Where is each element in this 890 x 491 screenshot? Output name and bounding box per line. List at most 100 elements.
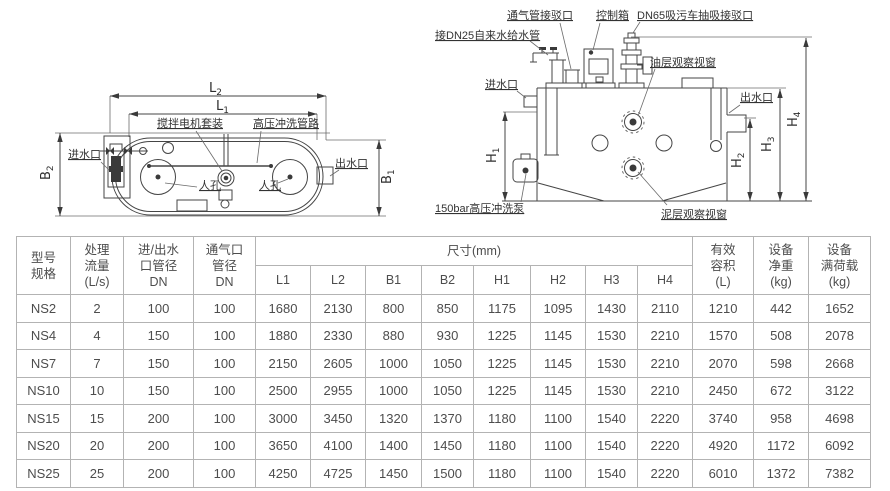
table-cell: 672 — [753, 376, 810, 405]
table-cell: 150 — [123, 321, 194, 350]
col-header-inlet-dn: 进/出水 口管径 DN — [123, 236, 194, 295]
table-cell: 1540 — [585, 431, 638, 460]
manhole-left — [140, 159, 176, 195]
technical-drawing: L2 L1 B2 B1 — [39, 8, 812, 221]
table-cell: 2210 — [636, 321, 694, 350]
col-header-h3: H3 — [585, 265, 638, 295]
table-cell: 2210 — [636, 349, 694, 378]
vent-connection — [564, 69, 580, 84]
table-cell: 4920 — [692, 431, 755, 460]
table-cell: 442 — [753, 294, 810, 323]
table-cell: 1450 — [365, 459, 422, 488]
col-header-b2: B2 — [421, 265, 474, 295]
dim-label-b1: B1 — [380, 169, 397, 184]
table-cell: 6010 — [692, 459, 755, 488]
label-manhole-left: 人孔 — [199, 179, 221, 192]
col-header-b1: B1 — [365, 265, 422, 295]
table-cell: 958 — [753, 404, 810, 433]
table-cell: 1372 — [753, 459, 810, 488]
label-outlet-top-view: 出水口 — [335, 156, 368, 170]
mixer-motor — [217, 169, 235, 187]
table-cell: 2220 — [636, 404, 694, 433]
table-cell: 1652 — [808, 294, 872, 323]
table-cell: 1050 — [421, 349, 474, 378]
table-cell: 4698 — [808, 404, 872, 433]
col-header-l2: L2 — [310, 265, 366, 295]
table-cell: 1180 — [473, 431, 531, 460]
table-cell: 1530 — [585, 376, 638, 405]
table-cell: 1530 — [585, 349, 638, 378]
col-header-h4: H4 — [636, 265, 694, 295]
oil-window — [621, 110, 645, 134]
table-cell: 2605 — [310, 349, 366, 378]
table-cell: 6092 — [808, 431, 872, 460]
table-cell: 200 — [123, 431, 194, 460]
table-cell: 1145 — [530, 376, 586, 405]
table-cell: NS7 — [16, 349, 71, 378]
table-cell: 2450 — [692, 376, 755, 405]
control-box — [583, 48, 614, 84]
table-cell: 598 — [753, 349, 810, 378]
table-cell: 1540 — [585, 404, 638, 433]
table-cell: 1370 — [421, 404, 474, 433]
label-flush-pump: 150bar高压冲洗泵 — [435, 201, 524, 215]
col-header-net-weight: 设备 净重 (kg) — [753, 236, 810, 295]
table-cell: NS2 — [16, 294, 71, 323]
table-cell: 1145 — [530, 349, 586, 378]
table-cell: 508 — [753, 321, 810, 350]
table-cell: 1225 — [473, 321, 531, 350]
table-cell: 1210 — [692, 294, 755, 323]
table-cell: 2110 — [636, 294, 694, 323]
inlet-chamber — [103, 135, 131, 199]
table-cell: 4250 — [255, 459, 311, 488]
col-header-flow: 处理 流量 (L/s) — [70, 236, 124, 295]
table-cell: 1050 — [421, 376, 474, 405]
outlet-stub — [316, 166, 334, 185]
dim-label-b2: B2 — [39, 165, 56, 180]
table-cell: 7382 — [808, 459, 872, 488]
table-cell: 1100 — [530, 404, 586, 433]
table-cell: 1172 — [753, 431, 810, 460]
table-cell: NS25 — [16, 459, 71, 488]
side-view-drawing: H1 H2 H3 H4 通气管接驳口 控制箱 DN65吸污车抽吸接驳口 接DN2… — [435, 8, 812, 221]
table-cell: 1095 — [530, 294, 586, 323]
label-control-box: 控制箱 — [596, 8, 629, 22]
table-cell: 2 — [70, 294, 124, 323]
label-flush-pipeline: 高压冲洗管路 — [253, 116, 319, 130]
table-cell: 200 — [123, 404, 194, 433]
table-cell: 1430 — [585, 294, 638, 323]
table-cell: 2210 — [636, 376, 694, 405]
table-cell: NS4 — [16, 321, 71, 350]
dim-label-h4: H4 — [786, 111, 803, 127]
table-cell: 2220 — [636, 431, 694, 460]
table-cell: 1180 — [473, 459, 531, 488]
table-cell: 4100 — [310, 431, 366, 460]
table-cell: 100 — [193, 431, 256, 460]
table-cell: 850 — [421, 294, 474, 323]
outlet-spout — [727, 114, 747, 133]
table-cell: 25 — [70, 459, 124, 488]
table-cell: 2130 — [310, 294, 366, 323]
valve-icon — [124, 147, 132, 155]
label-mixer-motor: 搅拌电机套装 — [157, 116, 223, 130]
table-cell: 150 — [123, 349, 194, 378]
top-cover-plate — [681, 77, 714, 89]
table-cell: 100 — [123, 294, 194, 323]
col-header-full-load: 设备 满荷载 (kg) — [808, 236, 872, 295]
inlet-pipe — [523, 95, 537, 108]
label-mud-window: 泥层观察视窗 — [661, 207, 727, 221]
table-cell: 15 — [70, 404, 124, 433]
table-cell: 100 — [193, 459, 256, 488]
table-cell: 930 — [421, 321, 474, 350]
col-header-h2: H2 — [530, 265, 586, 295]
valve-icon — [106, 147, 114, 155]
col-header-volume: 有效 容积 (L) — [692, 236, 755, 295]
label-suction-connection: DN65吸污车抽吸接驳口 — [637, 8, 753, 22]
table-cell: 2330 — [310, 321, 366, 350]
table-cell: 3000 — [255, 404, 311, 433]
table-cell: 1680 — [255, 294, 311, 323]
tap-water-faucet — [530, 47, 566, 84]
table-cell: 1175 — [473, 294, 531, 323]
top-view-drawing: L2 L1 B2 B1 — [39, 81, 397, 217]
